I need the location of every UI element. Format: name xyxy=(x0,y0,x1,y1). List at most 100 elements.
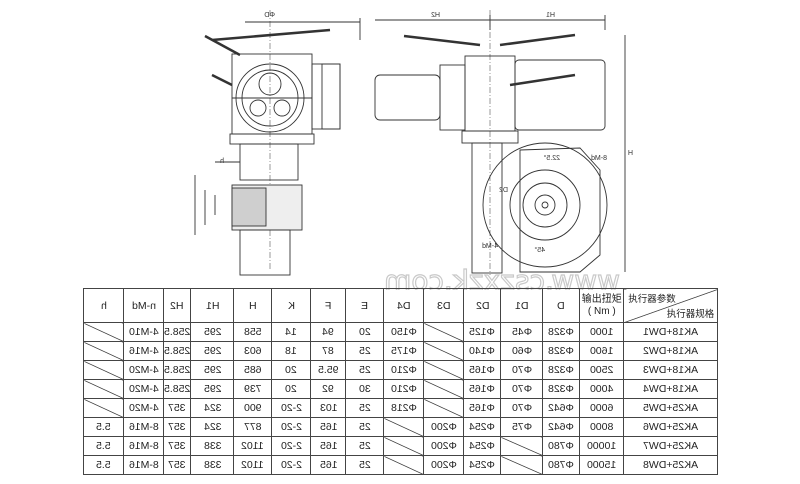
cell-value: 258.5 xyxy=(164,326,191,338)
column-header: D3 xyxy=(423,288,465,323)
cell-value: 558 xyxy=(244,326,262,338)
cell-value: 18 xyxy=(285,345,298,357)
cell-value: Φ210 xyxy=(390,364,417,376)
cell-value: 338 xyxy=(203,440,222,452)
cell-value: 4-M20 xyxy=(128,383,159,395)
column-header: K xyxy=(271,288,312,323)
cell-value: Φ175 xyxy=(390,345,417,357)
cell-value: 20 xyxy=(358,326,371,338)
dim-angle-45: 45° xyxy=(534,246,545,254)
cell-e: 30 xyxy=(345,379,385,399)
cell-k: 2-20 xyxy=(271,398,312,418)
cell-spec: AK25+DW8 xyxy=(623,455,719,475)
cell-value: Φ780 xyxy=(548,440,575,452)
cell-value: Φ200 xyxy=(430,459,457,471)
cell-value: Φ60 xyxy=(511,345,532,357)
cell-d2: Φ254 xyxy=(463,417,502,437)
cell-d1: Φ70 xyxy=(500,379,544,399)
cell-value: 2-20 xyxy=(280,402,302,414)
front-view xyxy=(194,10,361,276)
side-view xyxy=(374,10,626,275)
cell-d4: Φ175 xyxy=(383,341,425,361)
dim-d2: D2 xyxy=(499,187,508,194)
cell-value: 258.5 xyxy=(164,383,191,395)
cell-h xyxy=(83,322,124,342)
cell-d1: Φ70 xyxy=(500,360,544,380)
dim-h1: H1 xyxy=(546,12,555,19)
cell-k: 2-20 xyxy=(271,455,312,475)
column-header: H2 xyxy=(162,288,192,323)
cell-e: 25 xyxy=(345,341,385,361)
cell-value: 295 xyxy=(203,383,222,395)
column-header-label: H xyxy=(248,299,257,312)
dim-small-h: h xyxy=(220,158,224,165)
cell-value: Φ254 xyxy=(469,440,496,452)
cell-h2: 258.5 xyxy=(162,322,192,342)
cell-d4: Φ218 xyxy=(383,398,425,418)
cell-h xyxy=(83,341,124,361)
cell-value: 87 xyxy=(322,345,335,357)
cell-value: Φ642 xyxy=(548,421,575,433)
cell-value: Φ140 xyxy=(469,345,496,357)
cell-value: AK18+DW2 xyxy=(643,345,699,357)
cell-d2: Φ125 xyxy=(463,322,502,342)
cell-h2: 357 xyxy=(162,455,192,475)
cell-value: 603 xyxy=(244,345,262,357)
cell-h2: 258.5 xyxy=(162,341,192,361)
cell-torque: 1600 xyxy=(579,341,625,361)
dim-angle-22: 22.5° xyxy=(543,154,560,162)
cell-d: Φ780 xyxy=(542,436,581,456)
cell-value: AK18+DW4 xyxy=(643,383,699,395)
column-header-label: D1 xyxy=(515,299,529,312)
cell-value: Φ254 xyxy=(469,459,496,471)
cell-value: 95.5 xyxy=(318,364,339,376)
cell-f: 165 xyxy=(310,455,347,475)
cell-f: 103 xyxy=(310,398,347,418)
cell-value: Φ328 xyxy=(548,345,575,357)
cell-spec: AK25+DW7 xyxy=(623,436,719,456)
cell-value: 165 xyxy=(319,440,338,452)
dim-h: H xyxy=(628,150,633,157)
cell-value: Φ642 xyxy=(548,402,575,414)
cell-d4: Φ210 xyxy=(383,360,425,380)
cell-value: Φ70 xyxy=(511,402,532,414)
cell-value: 20 xyxy=(285,383,298,395)
cell-value: 8000 xyxy=(590,421,614,433)
cell-value: AK25+DW7 xyxy=(643,440,699,452)
column-header: D xyxy=(542,288,581,323)
cell-d1: Φ70 xyxy=(500,398,544,418)
cell-value: 258.5 xyxy=(164,364,191,376)
cell-value: 2-20 xyxy=(280,421,302,433)
cell-value: AK18+DW1 xyxy=(643,326,699,338)
cell-value: 5.5 xyxy=(96,440,111,452)
cell-h1: 295 xyxy=(190,379,235,399)
cell-k: 18 xyxy=(271,341,312,361)
cell-value: 14 xyxy=(285,326,298,338)
cell-value: Φ328 xyxy=(548,383,575,395)
cell-d3 xyxy=(423,360,465,380)
cell-value: Φ75 xyxy=(511,421,532,433)
cell-n-md: 8-M16 xyxy=(123,436,164,456)
cell-value: Φ45 xyxy=(511,326,532,338)
cell-h xyxy=(83,360,124,380)
cell-d4 xyxy=(383,436,425,456)
cell-value: 2-20 xyxy=(280,440,302,452)
cell-e: 25 xyxy=(345,398,385,418)
column-header: H xyxy=(233,288,273,323)
cell-f: 92 xyxy=(310,379,347,399)
cell-n-md: 4-M20 xyxy=(123,398,164,418)
cell-spec: AK18+DW3 xyxy=(623,360,719,380)
header-spec-label: 执行器规格 xyxy=(666,309,715,320)
cell-torque: 6000 xyxy=(579,398,625,418)
cell-value: 92 xyxy=(322,383,335,395)
cell-value: 25 xyxy=(358,364,371,376)
dim-8-md: 8-Md xyxy=(591,155,607,162)
cell-f: 94 xyxy=(310,322,347,342)
cell-h2: 357 xyxy=(162,417,192,437)
